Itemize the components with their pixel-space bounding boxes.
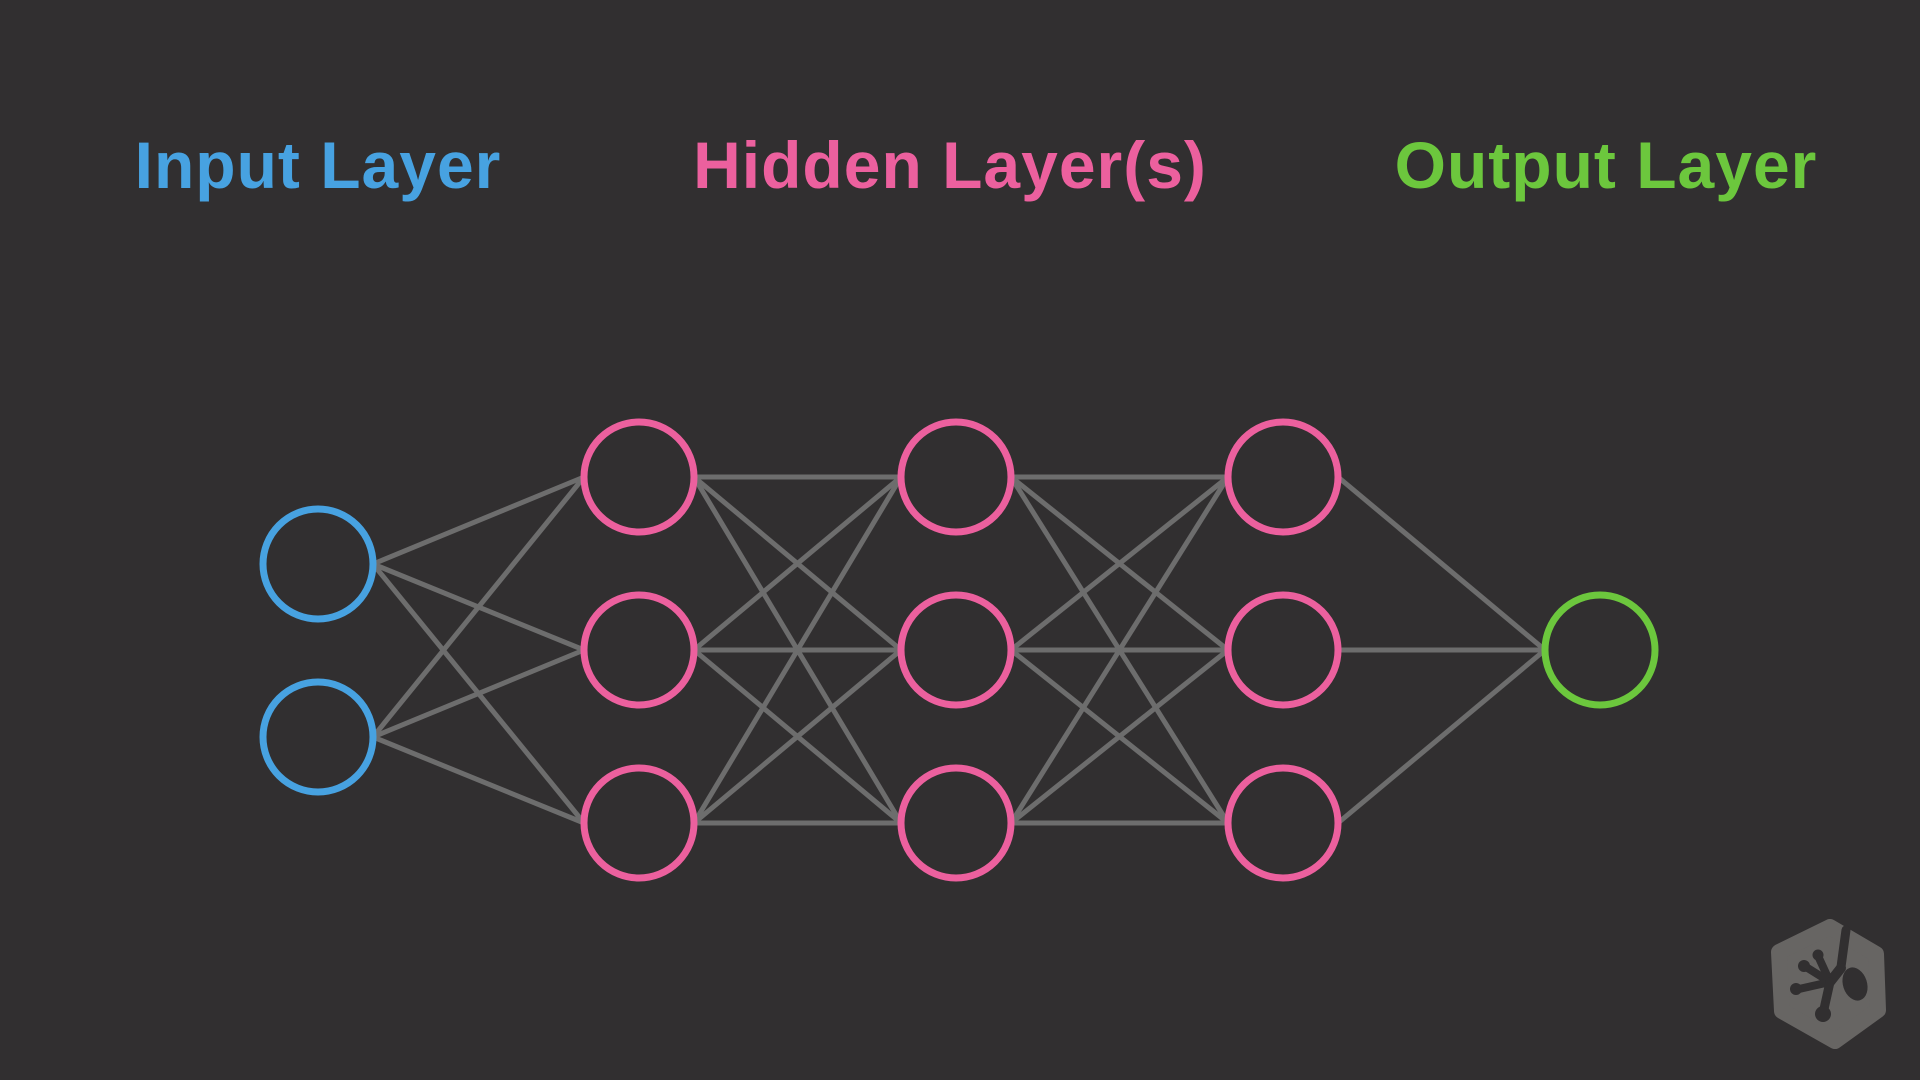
output-node-1 [1541, 591, 1659, 709]
treehouse-logo-icon [1771, 919, 1886, 1049]
hidden-2-node-3 [897, 764, 1015, 882]
connection-edge [1336, 475, 1547, 652]
connection-edge [372, 474, 585, 567]
connection-edge [1009, 475, 1230, 652]
logo-tree-branch-tip [1812, 949, 1824, 961]
hidden-layer-label: Hidden Layer(s) [693, 128, 1207, 202]
hidden-3-node-2 [1224, 591, 1342, 709]
input-node-1 [259, 505, 377, 623]
hidden-2-node-2 [897, 591, 1015, 709]
input-node-2 [259, 678, 377, 796]
connection-edge [372, 647, 585, 740]
hidden-1-node-1 [580, 418, 698, 536]
hidden-3-node-3 [1224, 764, 1342, 882]
connection-edge [1336, 648, 1547, 825]
hidden-3-node-1 [1224, 418, 1342, 536]
logo-tree-branch-tip [1798, 960, 1810, 972]
logo-tree-cutout [1790, 925, 1868, 1022]
connection-edge [372, 734, 585, 826]
connection-edge [1008, 475, 1231, 825]
logo-tree-branch-tip [1790, 983, 1802, 995]
output-layer-label: Output Layer [1394, 128, 1818, 202]
logo-tree-trunk [1819, 977, 1835, 1014]
connection-edge [692, 648, 903, 825]
logo-tree-branch [1795, 978, 1834, 993]
input-layer-label: Input Layer [134, 128, 502, 202]
hidden-2-node-1 [897, 418, 1015, 536]
hidden-1-node-3 [580, 764, 698, 882]
logo-tree-right-lobe [1842, 967, 1868, 1001]
connection-edge [692, 475, 903, 652]
logo-tree-slit [1836, 925, 1851, 972]
logo-tree-trunk-tip [1815, 1006, 1831, 1022]
connection-edge [1009, 648, 1230, 825]
connection-edge [371, 475, 586, 739]
connection-edge [691, 475, 904, 825]
hidden-1-node-2 [580, 591, 698, 709]
